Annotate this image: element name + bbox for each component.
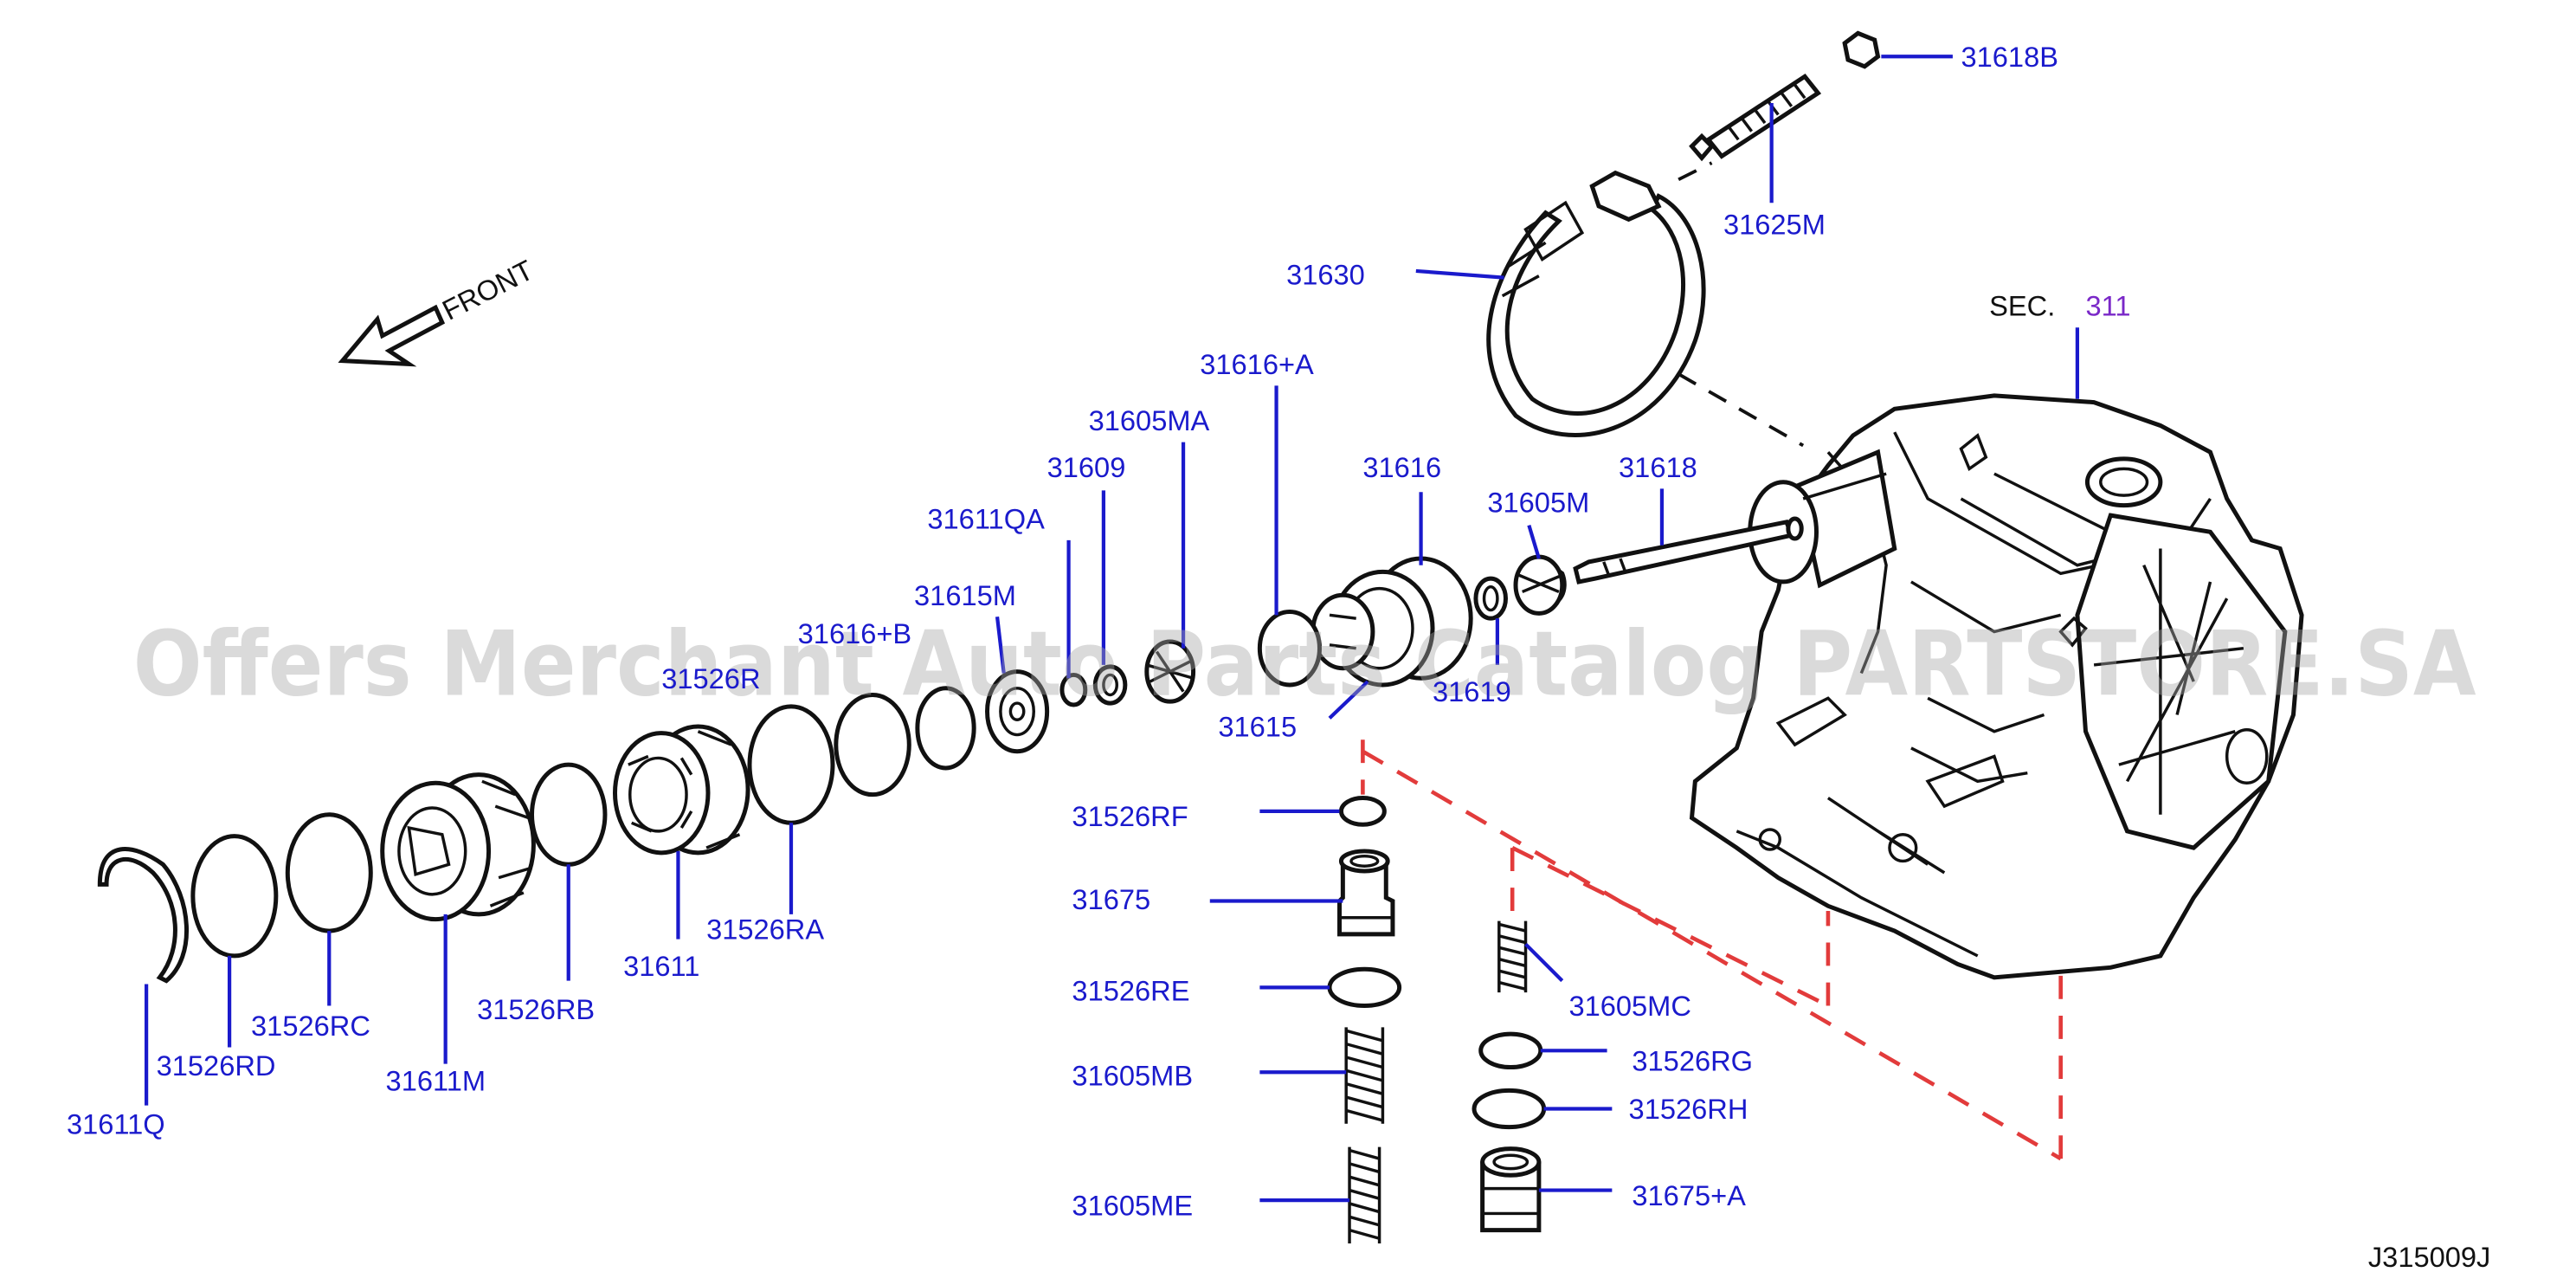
snap-ring-31609 bbox=[1092, 664, 1128, 706]
label-31619[interactable]: 31619 bbox=[1433, 675, 1511, 707]
label-31611Q[interactable]: 31611Q bbox=[67, 1107, 165, 1140]
label-31605MA[interactable]: 31605MA bbox=[1089, 404, 1210, 436]
label-31675-A[interactable]: 31675+A bbox=[1632, 1179, 1746, 1211]
label-31618B[interactable]: 31618B bbox=[1961, 41, 2058, 73]
servo-piston bbox=[1311, 556, 1473, 688]
section-label: SEC. bbox=[1989, 290, 2055, 322]
label-31526RA[interactable]: 31526RA bbox=[706, 914, 824, 946]
label-31616-B[interactable]: 31616+B bbox=[798, 617, 912, 649]
piston-31611M bbox=[380, 772, 536, 922]
figure-code: J315009J bbox=[2368, 1241, 2491, 1273]
front-label: FRONT bbox=[437, 254, 538, 326]
label-31526RG[interactable]: 31526RG bbox=[1632, 1044, 1753, 1076]
label-31526RC[interactable]: 31526RC bbox=[251, 1010, 370, 1042]
spring-31605MC bbox=[1497, 920, 1528, 993]
spring-31605ME bbox=[1348, 1146, 1381, 1244]
lock-nut bbox=[1842, 30, 1881, 69]
seal-ring-31526R bbox=[834, 692, 911, 797]
label-31526R[interactable]: 31526R bbox=[661, 662, 760, 694]
piston-stem bbox=[1573, 516, 1804, 584]
label-31609[interactable]: 31609 bbox=[1047, 451, 1126, 483]
label-31616-A[interactable]: 31616+A bbox=[1200, 348, 1314, 380]
leader-lines bbox=[144, 55, 2080, 1203]
seal-ring-31526RA bbox=[747, 704, 835, 825]
watermark: Offers Merchant Auto Parts Catalog PARTS… bbox=[133, 612, 2476, 716]
label-31526RB[interactable]: 31526RB bbox=[477, 993, 595, 1025]
oring-31526RG bbox=[1478, 1031, 1543, 1070]
label-31611QA[interactable]: 31611QA bbox=[927, 502, 1045, 534]
seal-ring-31526RD bbox=[190, 834, 279, 959]
label-31605M[interactable]: 31605M bbox=[1487, 486, 1589, 518]
oring-31526RF bbox=[1338, 796, 1387, 827]
return-spring bbox=[1513, 554, 1567, 616]
spring-31605MB bbox=[1344, 1027, 1385, 1124]
section-number-link[interactable]: 311 bbox=[2086, 290, 2131, 322]
spring-31605MA bbox=[1144, 639, 1196, 704]
piston-31615M bbox=[985, 669, 1050, 754]
label-31625M[interactable]: 31625M bbox=[1723, 209, 1826, 241]
label-31605MB[interactable]: 31605MB bbox=[1072, 1060, 1193, 1092]
anchor-stud bbox=[1689, 73, 1822, 162]
oring-31526RH bbox=[1472, 1088, 1547, 1130]
oring-31526RE bbox=[1327, 966, 1402, 1008]
label-31526RE[interactable]: 31526RE bbox=[1072, 975, 1189, 1007]
label-31605ME[interactable]: 31605ME bbox=[1072, 1189, 1193, 1221]
label-31616[interactable]: 31616 bbox=[1362, 451, 1441, 483]
cover-31611 bbox=[612, 724, 750, 856]
label-31630[interactable]: 31630 bbox=[1286, 258, 1365, 290]
label-31618[interactable]: 31618 bbox=[1619, 451, 1697, 483]
washer bbox=[1473, 576, 1508, 621]
label-31526RH[interactable]: 31526RH bbox=[1629, 1093, 1748, 1125]
label-31526RF[interactable]: 31526RF bbox=[1072, 800, 1188, 832]
retainer-31611QA bbox=[1059, 672, 1088, 707]
label-31675[interactable]: 31675 bbox=[1072, 883, 1150, 915]
seal-ring-31616-A bbox=[1257, 609, 1322, 688]
seal-ring-31526RC bbox=[285, 812, 373, 933]
front-arrow-icon bbox=[338, 304, 446, 367]
label-31605MC[interactable]: 31605MC bbox=[1568, 990, 1690, 1022]
label-31611M[interactable]: 31611M bbox=[386, 1064, 486, 1096]
brake-band bbox=[1486, 170, 1706, 437]
label-31615[interactable]: 31615 bbox=[1218, 710, 1297, 742]
seal-ring-31616-B bbox=[915, 686, 976, 771]
accumulator-piston-31675 bbox=[1337, 849, 1395, 937]
label-31615M[interactable]: 31615M bbox=[914, 579, 1016, 611]
label-31611[interactable]: 31611 bbox=[623, 950, 699, 982]
accumulator-piston-31675-A bbox=[1480, 1146, 1542, 1233]
seal-ring-31526RB bbox=[529, 762, 608, 867]
snap-ring-31611Q bbox=[97, 847, 190, 984]
label-31526RD[interactable]: 31526RD bbox=[157, 1049, 276, 1082]
